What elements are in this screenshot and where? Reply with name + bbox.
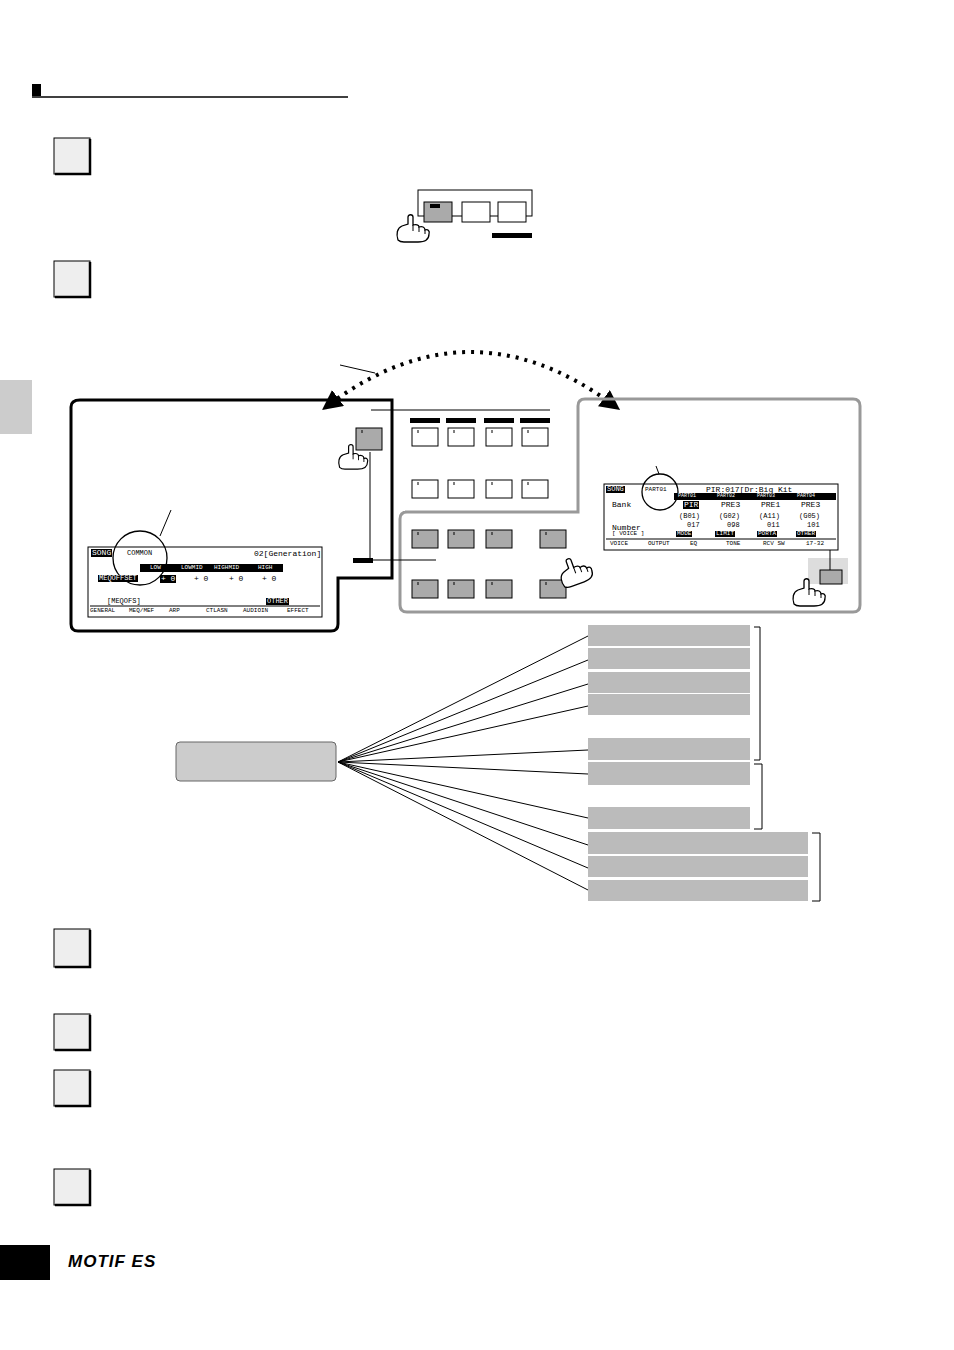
lcd-text: EQ xyxy=(690,541,697,547)
lcd-text: OTHER xyxy=(796,531,816,537)
lcd-text: PORTA xyxy=(757,531,777,537)
lcd-text: PART02 xyxy=(716,494,736,499)
lcd-text: + 0 xyxy=(262,575,276,583)
lcd-text: 098 xyxy=(727,522,740,529)
lcd-text: [MEQOFS] xyxy=(107,598,141,605)
lcd-text: (G02) xyxy=(719,513,740,520)
lcd-text: MEQ/MEF xyxy=(129,608,154,614)
lcd-text: + 0 xyxy=(160,575,176,583)
lcd-text: HIGH xyxy=(257,565,273,571)
lcd-text: 101 xyxy=(807,522,820,529)
lcd-text: PART04 xyxy=(796,494,816,499)
lcd-text: (B01) xyxy=(679,513,700,520)
lcd-text: PART03 xyxy=(756,494,776,499)
lcd-text: MEQOFFSET xyxy=(98,575,138,582)
lcd-text: + 0 xyxy=(194,575,208,583)
lcd-text: LIMIT xyxy=(715,531,735,537)
lcd-text: RCV SW xyxy=(763,541,785,547)
lcd-text: TONE xyxy=(726,541,740,547)
lcd-text: EFFECT xyxy=(287,608,309,614)
lcd-text: ARP xyxy=(169,608,180,614)
lcd-text: 17-32 xyxy=(806,541,824,547)
lcd-text: GENERAL xyxy=(90,608,115,614)
lcd-text: (A11) xyxy=(759,513,780,520)
lcd-text: SONG xyxy=(606,486,625,493)
lcd-text: PRE1 xyxy=(761,501,780,509)
lcd-text: PIR:017[Dr:Big Kit xyxy=(706,486,792,494)
lcd-text: 011 xyxy=(767,522,780,529)
lcd-text: VOICE xyxy=(610,541,628,547)
lcd-text: LOW xyxy=(149,565,162,571)
lcd-text: MODE xyxy=(676,531,692,537)
lcd-text: COMMON xyxy=(127,550,152,557)
lcd-text: PIR xyxy=(683,501,699,509)
lcd-text: + 0 xyxy=(229,575,243,583)
lcd-text: AUDIOIN xyxy=(243,608,268,614)
lcd-text: CTLASN xyxy=(206,608,228,614)
lcd-text: (G05) xyxy=(799,513,820,520)
lcd-text: 02[Generation] xyxy=(254,550,321,558)
lcd-text: PRE3 xyxy=(721,501,740,509)
lcd-text: [ VOICE ] xyxy=(612,531,644,537)
lcd-text: HIGHMID xyxy=(213,565,240,571)
lcd-text: OUTPUT xyxy=(648,541,670,547)
lcd-text: OTHER xyxy=(266,598,289,605)
lcd-text: SONG xyxy=(91,549,112,557)
lcd-text: Bank xyxy=(612,501,631,509)
lcd-text: LOWMID xyxy=(180,565,204,571)
lcd-text: PART01 xyxy=(645,487,667,493)
lcd-text: 017 xyxy=(687,522,700,529)
lcd-text: PART01 xyxy=(677,494,697,499)
product-logo: MOTIF ES xyxy=(68,1253,156,1270)
lcd-text: PRE3 xyxy=(801,501,820,509)
